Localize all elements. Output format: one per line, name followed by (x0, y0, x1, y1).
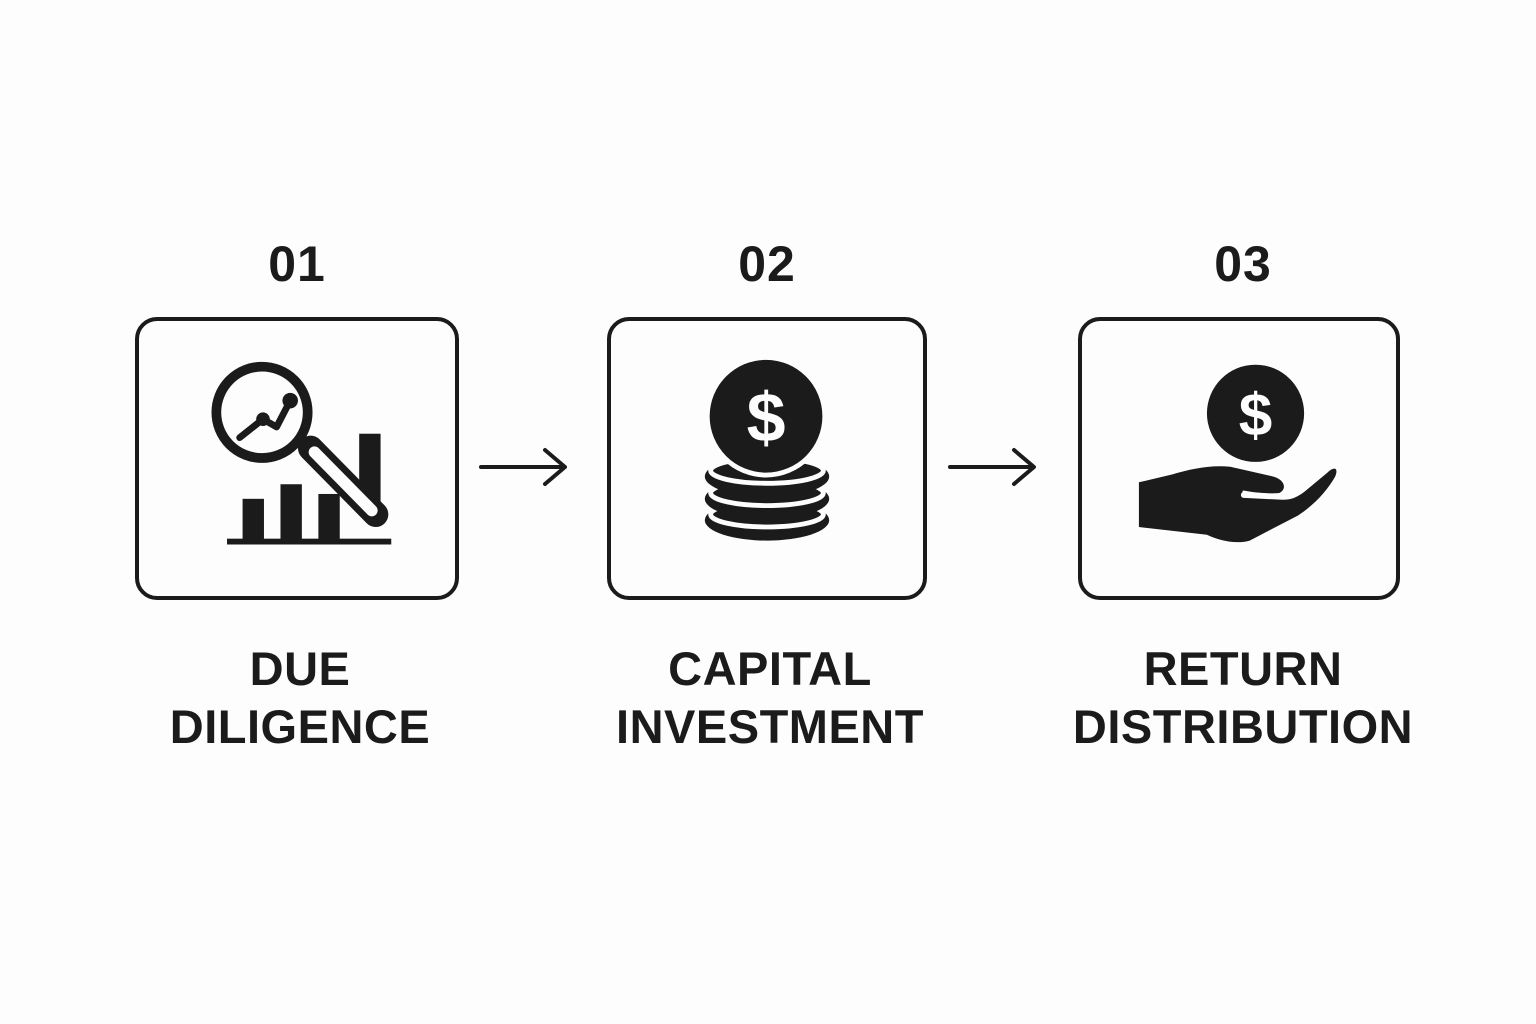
step-3-number: 03 (1214, 236, 1272, 292)
magnifier-chart-icon (211, 361, 392, 545)
step-2-label-line2: INVESTMENT (616, 700, 924, 753)
arrow-right-icon (948, 448, 1036, 486)
step-3-label: RETURN DISTRIBUTION (1043, 640, 1443, 756)
svg-text:$: $ (747, 378, 786, 456)
step-2-label: CAPITAL INVESTMENT (570, 640, 970, 756)
step-2-number: 02 (738, 236, 796, 292)
step-1-label-line1: DUE (249, 642, 351, 695)
hand-dollar-icon: $ (1138, 364, 1337, 543)
step-1-label-line2: DILIGENCE (169, 700, 431, 753)
arrow-right-icon (479, 448, 567, 486)
step-2-box: $ (607, 317, 927, 600)
step-3-box: $ (1078, 317, 1400, 600)
coin-stack-dollar-icon: $ (704, 355, 830, 541)
step-2-label-line1: CAPITAL (668, 642, 872, 695)
step-1-number: 01 (268, 236, 326, 292)
step-1-label: DUE DILIGENCE (100, 640, 500, 756)
step-1-box (135, 317, 459, 600)
step-3-label-line1: RETURN (1143, 642, 1343, 695)
step-3-label-line2: DISTRIBUTION (1072, 700, 1414, 753)
svg-text:$: $ (1239, 381, 1273, 449)
